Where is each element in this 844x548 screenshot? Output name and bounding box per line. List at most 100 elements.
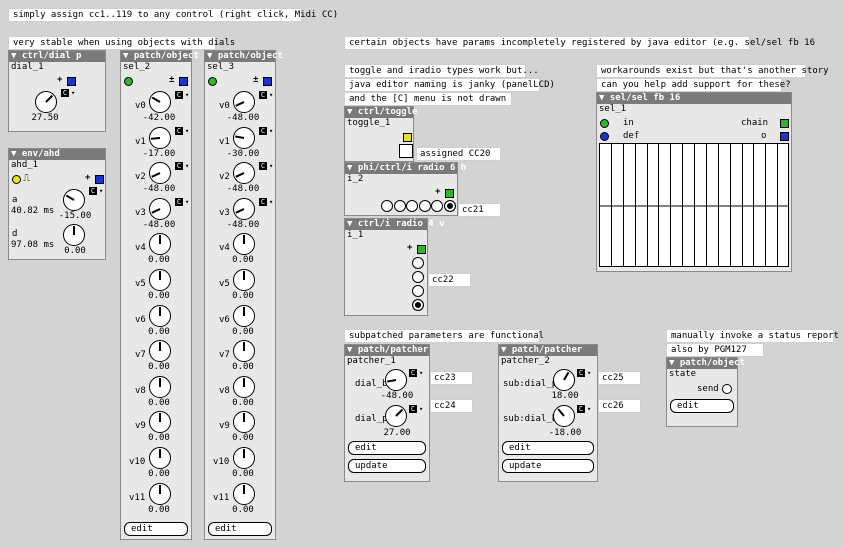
collapse-icon[interactable]: ▼ [501,345,507,355]
plusminus-icon[interactable]: ± [169,75,175,85]
radio-option[interactable] [381,200,393,212]
object-header[interactable]: ▼ patch/object [667,358,745,369]
object-header[interactable]: ▼ ctrl/i radio 4 v [345,219,445,230]
update-button[interactable]: update [348,459,426,473]
dial-knob[interactable] [233,411,255,434]
radio-h-object[interactable]: ▼ phi/ctrl/i radio 6 h i_2 + [344,162,466,216]
chevron-down-icon[interactable]: ▾ [185,91,190,99]
object-header[interactable]: ▼ sel/sel fb 16 [597,93,791,104]
collapse-icon[interactable]: ▼ [669,358,675,368]
dial-knob[interactable] [233,233,255,256]
c-menu-button[interactable]: C [409,405,417,413]
outlet-chain-icon[interactable] [780,119,789,128]
c-menu-button[interactable]: C [175,162,183,171]
dial-knob[interactable] [233,91,255,113]
chevron-down-icon[interactable]: ▾ [587,405,592,413]
dial-knob[interactable] [149,162,171,185]
chevron-down-icon[interactable]: ▾ [269,126,274,135]
send-bang-button[interactable] [722,384,732,394]
dial-p-knob[interactable] [385,405,407,427]
object-header[interactable]: ▼ phi/ctrl/i radio 6 h [345,163,466,174]
outlet-blue-icon[interactable] [67,77,76,86]
radio-option[interactable] [406,200,418,212]
edit-button[interactable]: edit [502,441,594,455]
outlet-green-icon[interactable] [417,245,426,254]
radio-option[interactable] [431,200,443,212]
dial-knob[interactable] [149,269,171,291]
object-header[interactable]: ▼ patch/patcher [345,345,429,356]
plus-icon[interactable]: + [57,75,63,85]
edit-button[interactable]: edit [348,441,426,455]
chevron-down-icon[interactable]: ▾ [99,187,104,195]
object-header[interactable]: ▼ patch/object [205,51,283,62]
toggle-checkbox[interactable] [399,144,413,158]
outlet-green-icon[interactable] [445,189,454,198]
inlet-icon[interactable] [12,175,21,184]
collapse-icon[interactable]: ▼ [11,149,17,159]
inlet-def-icon[interactable] [600,132,609,141]
dial-knob[interactable] [149,375,171,398]
dial-knob[interactable] [149,91,171,113]
chevron-down-icon[interactable]: ▾ [185,126,190,135]
dial-knob[interactable] [149,447,171,469]
chevron-down-icon[interactable]: ▾ [71,89,76,97]
ahd-object[interactable]: ▼ env/ahd ahd_1 ⎍ + C ▾ a 40.82 ms -15.0… [8,148,106,260]
dial-knob[interactable] [149,411,171,434]
radio-v-object[interactable]: ▼ ctrl/i radio 4 v i_1 + [344,218,445,316]
c-menu-button[interactable]: C [259,126,267,135]
c-menu-button[interactable]: C [175,197,183,206]
chevron-down-icon[interactable]: ▾ [419,369,424,377]
object-header[interactable]: ▼ patch/patcher [499,345,597,356]
selfb-object[interactable]: ▼ sel/sel fb 16 sel_1 in chain def o [596,92,792,272]
collapse-icon[interactable]: ▼ [207,51,213,61]
object-header[interactable]: ▼ patch/object [121,51,199,62]
radio-option[interactable] [418,200,431,212]
sub-dial-p-knob[interactable] [553,369,575,391]
toggle-object[interactable]: ▼ ctrl/toggle toggle_1 [344,106,417,162]
radio-option[interactable] [393,200,406,212]
dial-knob[interactable] [233,304,255,327]
dial-knob[interactable] [149,340,171,363]
c-menu-button[interactable]: C [577,369,585,377]
dial-p-object[interactable]: ▼ ctrl/dial p dial_1 + C ▾ 27.50 [8,50,106,132]
outlet-blue-icon[interactable] [179,77,188,86]
dial-knob[interactable] [149,233,171,256]
collapse-icon[interactable]: ▼ [347,345,353,355]
chevron-down-icon[interactable]: ▾ [185,197,190,206]
sequencer-grid[interactable] [599,143,789,267]
radio-option[interactable] [412,299,424,311]
c-menu-button[interactable]: C [89,187,97,195]
collapse-icon[interactable]: ▼ [123,51,129,61]
plusminus-icon[interactable]: ± [253,75,259,85]
dial-knob[interactable] [233,482,255,505]
c-menu-button[interactable]: C [577,405,585,413]
chevron-down-icon[interactable]: ▾ [185,162,190,171]
dial-knob[interactable] [35,91,57,113]
edit-button[interactable]: edit [670,399,734,413]
object-header[interactable]: ▼ env/ahd [9,149,105,160]
chevron-down-icon[interactable]: ▾ [269,91,274,99]
chevron-down-icon[interactable]: ▾ [269,197,274,206]
collapse-icon[interactable]: ▼ [11,51,17,61]
dial-knob[interactable] [233,340,255,363]
radio-option[interactable] [412,271,424,283]
patcher1-object[interactable]: ▼ patch/patcher patcher_1 dial_b C ▾ -48… [344,344,430,482]
collapse-icon[interactable]: ▼ [347,107,353,117]
plus-icon[interactable]: + [407,243,413,253]
c-menu-button[interactable]: C [259,197,267,206]
radio-option[interactable] [443,200,456,212]
decay-knob[interactable] [63,224,85,246]
outlet-o-icon[interactable] [780,132,789,141]
dial-knob[interactable] [233,162,255,185]
chevron-down-icon[interactable]: ▾ [587,369,592,377]
c-menu-button[interactable]: C [175,91,183,99]
object-header[interactable]: ▼ ctrl/toggle [345,107,417,118]
dial-knob[interactable] [149,482,171,505]
radio-option[interactable] [412,285,424,297]
dial-b-knob[interactable] [385,369,407,391]
inlet-icon[interactable] [208,77,217,86]
dial-knob[interactable] [233,375,255,398]
inlet-icon[interactable] [124,77,133,86]
c-menu-button[interactable]: C [409,369,417,377]
